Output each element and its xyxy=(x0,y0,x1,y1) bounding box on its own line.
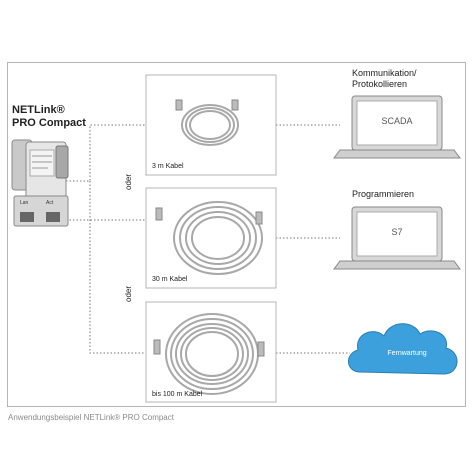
heading-protokollieren: Protokollieren xyxy=(352,79,408,89)
port-label-right: Act xyxy=(46,200,54,206)
port-label-left: Lan xyxy=(20,200,29,206)
cable-box-3 xyxy=(145,301,277,403)
cable-100m-icon xyxy=(153,313,265,395)
cable-box-2 xyxy=(145,187,277,289)
cable-label-100m: bis 100 m Kabel xyxy=(152,391,203,398)
cable-label-30m: 30 m Kabel xyxy=(152,276,188,283)
connector-trunk-to-cable3 xyxy=(89,181,146,354)
laptop-scada-icon xyxy=(333,95,461,159)
cable-label-3m: 3 m Kabel xyxy=(152,163,184,170)
cable-30m-icon xyxy=(155,201,263,275)
connector-lines xyxy=(66,124,350,354)
separator-oder-1: oder xyxy=(124,173,133,190)
screen-s7-text: S7 xyxy=(391,227,403,237)
screen-scada-text: SCADA xyxy=(381,116,413,126)
separator-oder-2: oder xyxy=(124,285,133,302)
cable-3m-icon xyxy=(175,99,239,146)
laptop-s7-icon xyxy=(333,206,461,270)
connector-device-to-cable1 xyxy=(66,124,146,182)
heading-kommunikation: Kommunikation/ xyxy=(352,68,417,78)
heading-programmieren: Programmieren xyxy=(352,189,415,199)
cloud-fernwartung-icon xyxy=(348,323,458,375)
device-title-line1: NETLink® xyxy=(12,104,65,116)
cloud-label: Fernwartung xyxy=(387,350,427,357)
netlink-device-icon xyxy=(11,139,69,227)
cable-box-1 xyxy=(145,74,277,176)
device-title-line2: PRO Compact xyxy=(12,117,86,129)
diagram-caption: Anwendungsbeispiel NETLink® PRO Compact xyxy=(8,413,174,422)
